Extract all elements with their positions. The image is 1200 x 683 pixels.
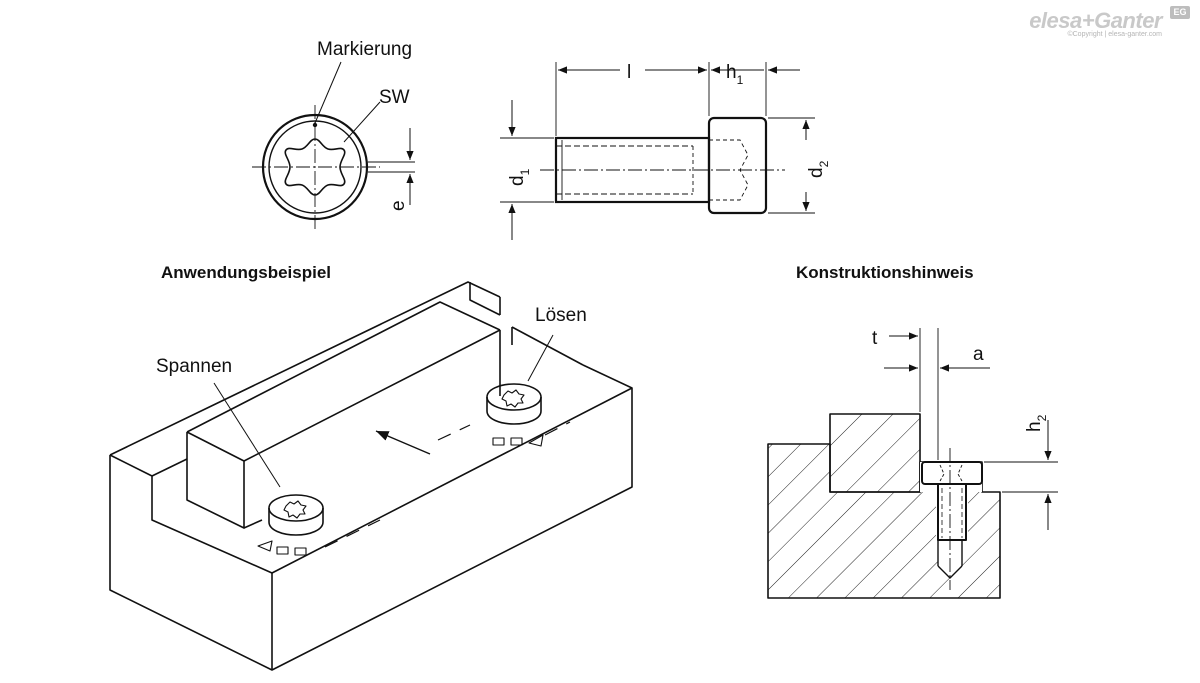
brand-logo: elesa+Ganter ©Copyright | elesa-ganter.c… — [1029, 6, 1190, 38]
label-a: a — [973, 344, 984, 365]
application-drawing — [109, 281, 633, 671]
label-h2: h2 — [1024, 414, 1049, 432]
label-clamp: Spannen — [156, 356, 232, 377]
label-sw: SW — [379, 87, 410, 108]
label-length: l — [627, 62, 631, 83]
brand-badge: EG — [1170, 6, 1190, 19]
application-title: Anwendungsbeispiel — [161, 263, 331, 282]
screw-side-view — [500, 62, 815, 240]
brand-copyright: ©Copyright | elesa-ganter.com — [1067, 31, 1162, 38]
brand-name: elesa+Ganter — [1029, 8, 1162, 33]
label-e: e — [388, 200, 409, 211]
design-note-title: Konstruktionshinweis — [796, 263, 974, 282]
label-d1: d1 — [507, 168, 532, 186]
label-h1: h1 — [726, 62, 744, 87]
label-marking: Markierung — [317, 39, 412, 60]
label-t: t — [872, 328, 878, 349]
screw-top-view — [252, 61, 415, 232]
label-d2: d2 — [806, 160, 831, 178]
design-note-drawing — [767, 328, 1058, 599]
label-release: Lösen — [535, 305, 587, 326]
